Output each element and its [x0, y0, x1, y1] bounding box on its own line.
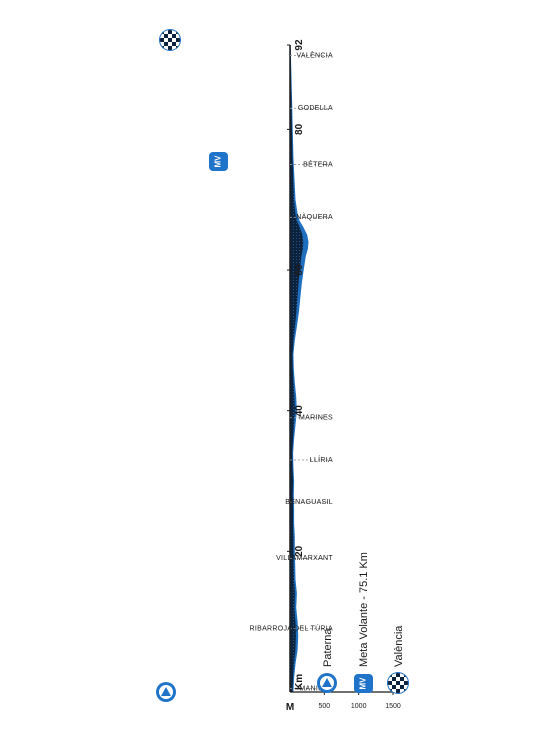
elevation-area-inner: [290, 45, 304, 692]
legend-item-finish: València: [387, 625, 409, 694]
x-tick-label: 60: [294, 264, 305, 276]
y-tick-label: 1500: [385, 703, 401, 710]
mv-icon: MV: [354, 674, 373, 693]
legend-mv-badge-label: MV: [359, 677, 368, 690]
place-label: NÀQUERA: [296, 212, 333, 221]
y-tick-label: 500: [318, 703, 330, 710]
x-tick-label: 40: [294, 405, 305, 417]
x-axis-title: Km: [294, 674, 305, 690]
place-label: BENAGUASIL: [285, 499, 333, 506]
place-label: GODELLA: [298, 105, 333, 112]
place-label: MANISES: [299, 685, 333, 692]
legend-label-mv: Meta Volante - 75.1 Km: [358, 552, 370, 667]
start-icon: [156, 682, 176, 702]
place-label: LLÍRIA: [310, 455, 333, 464]
legend-item-mv: MV Meta Volante - 75.1 Km: [354, 552, 373, 693]
y-tick-label: 1000: [351, 703, 367, 710]
x-tick-label: 92: [294, 39, 305, 51]
finish-icon: [387, 672, 409, 694]
place-label: BÉTERA: [303, 159, 333, 168]
legend-label-finish: València: [393, 625, 405, 667]
x-tick-label: 80: [294, 123, 305, 135]
legend-item-start: Paterna: [317, 628, 337, 693]
place-label: MARINES: [299, 415, 333, 422]
finish-icon: [159, 29, 181, 51]
place-label: VALÈNCIA: [296, 50, 333, 59]
x-tick-label: 20: [294, 545, 305, 557]
mv-badge: MV: [209, 152, 228, 171]
place-label: RIBARROJA DEL TÚRIA: [250, 624, 334, 633]
start-icon: [317, 673, 337, 693]
mv-badge-label: MV: [214, 155, 223, 168]
legend: Paterna MV Meta Volante - 75.1 Km: [317, 552, 409, 694]
legend-label-start: Paterna: [322, 628, 334, 667]
place-label: VILLAMARXANT: [276, 555, 333, 562]
y-axis-title: M: [286, 702, 294, 713]
